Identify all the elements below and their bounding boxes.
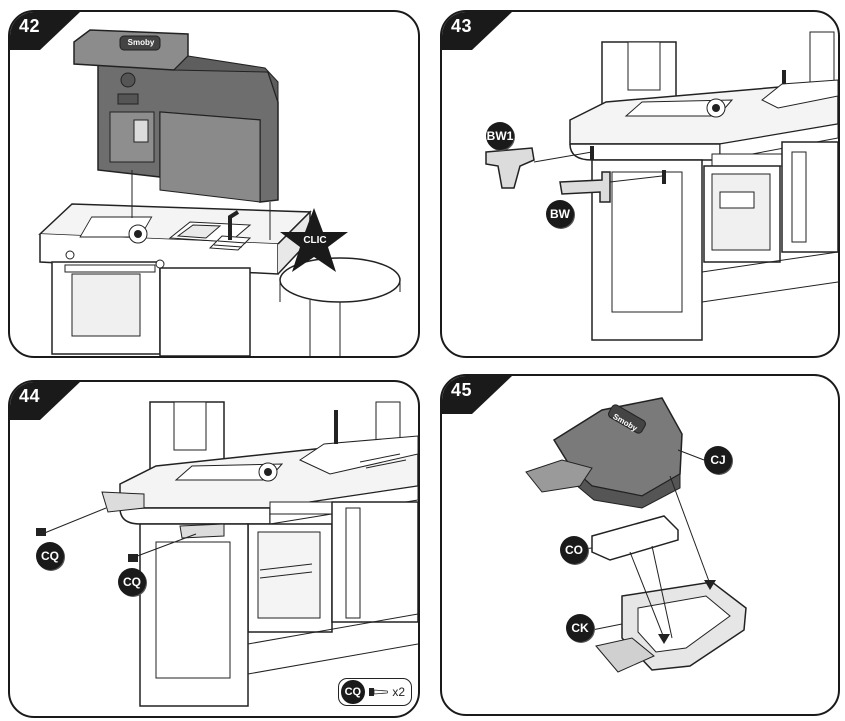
cj-callout: CJ [704,446,732,474]
parts-needed-box: CQ x2 [338,678,412,706]
step-42-illustration [10,12,401,356]
step-42-panel: 42 Smoby CLIC [8,10,420,358]
part-quantity: x2 [392,685,405,699]
brand-logo: Smoby [127,38,155,47]
screw-icon [368,688,389,696]
cq-callout-lower: CQ [118,568,146,596]
bw1-callout: BW1 [486,122,514,150]
clic-label: CLIC [303,235,327,246]
step-43-illustration [442,12,838,341]
step-44-illustration [10,382,418,707]
part-code-badge: CQ [341,680,365,704]
co-callout: CO [560,536,588,564]
step-number: 45 [451,380,473,400]
step-43-panel: 43 BW1 BW [440,10,840,358]
ck-callout: CK [566,614,594,642]
step-number: 44 [19,386,41,406]
step-45-illustration [442,376,747,673]
step-number: 43 [451,16,473,36]
step-number: 42 [19,16,41,36]
bw-callout: BW [546,200,574,228]
step-45-panel: 45 Smoby CJ CO CK [440,374,840,716]
step-44-panel: 44 CQ CQ CQ x2 [8,380,420,718]
cq-callout-upper: CQ [36,542,64,570]
